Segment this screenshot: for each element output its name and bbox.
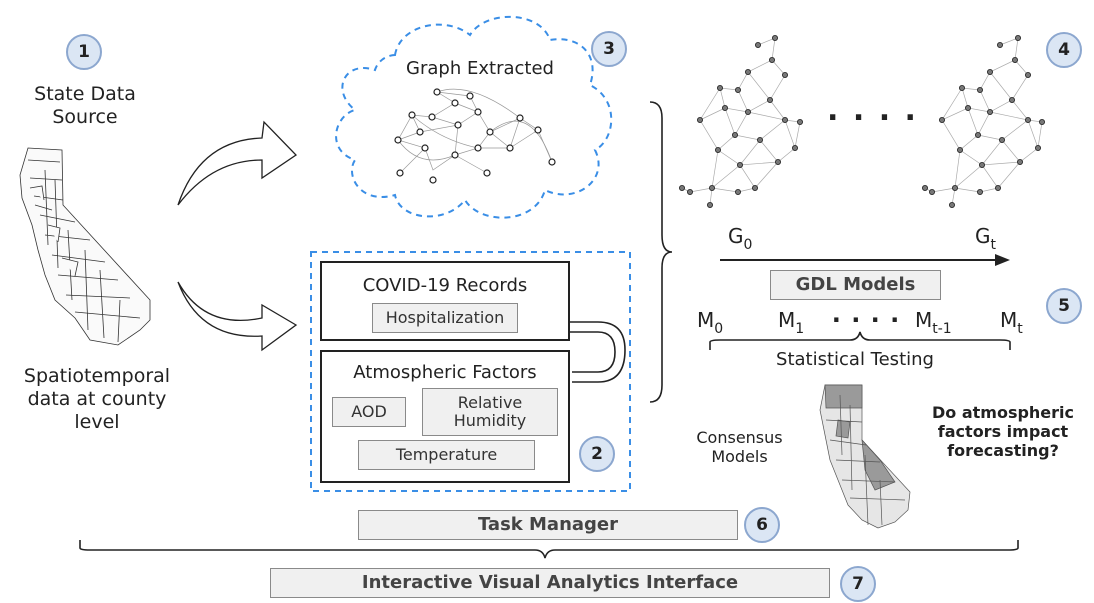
atmospheric-title: Atmospheric Factors (353, 362, 537, 383)
label-mt1-sub: t-1 (932, 321, 952, 337)
gdl-models-label: GDL Models (770, 270, 941, 300)
label-g0: G0 (728, 224, 768, 253)
label-gt-sub: t (990, 237, 997, 253)
step-badge-5: 5 (1046, 288, 1082, 324)
label-gt-main: G (975, 224, 991, 248)
label-m0-sub: 0 (714, 321, 724, 337)
label-gt: Gt (975, 224, 1015, 253)
california-map-consensus (819, 384, 911, 529)
label-g0-main: G (728, 224, 744, 248)
consensus-label: Consensus Models (682, 428, 797, 466)
step-badge-4: 4 (1046, 32, 1082, 68)
graph-sequence-ellipsis: . . . . (827, 93, 918, 128)
step-badge-3: 3 (591, 31, 627, 67)
temperature-box: Temperature (358, 440, 535, 470)
humidity-line2: Humidity (453, 411, 527, 430)
consensus-line2: Models (711, 447, 768, 467)
step-badge-6: 6 (744, 507, 780, 543)
label-mt-sub: t (1017, 321, 1023, 337)
bottom-brace (79, 540, 1019, 559)
humidity-line1: Relative (457, 392, 523, 412)
label-mt1-main: M (915, 308, 933, 332)
step-badge-2: 2 (579, 436, 615, 472)
question-line1: Do atmospheric (931, 403, 1075, 422)
hospitalization-box: Hospitalization (372, 303, 518, 333)
label-mt-main: M (1000, 308, 1018, 332)
research-question: Do atmospheric factors impact forecastin… (908, 403, 1094, 461)
models-ellipsis: . . . . (831, 300, 901, 328)
curved-arrows (177, 120, 298, 352)
label-m1-sub: 1 (795, 321, 805, 337)
source-caption-line1: Spatiotemporal (23, 365, 171, 387)
graph-gt-nodes (922, 35, 1046, 208)
source-title: State Data Source (10, 83, 160, 129)
question-line2: factors impact (937, 422, 1069, 442)
source-caption: Spatiotemporal data at county level (2, 365, 192, 433)
graph-g0-nodes (679, 35, 804, 208)
humidity-box: Relative Humidity (422, 388, 558, 436)
visual-analytics-interface-bar: Interactive Visual Analytics Interface (270, 568, 830, 598)
label-m1: M1 (778, 308, 818, 337)
step-badge-1: 1 (66, 34, 102, 70)
consensus-line1: Consensus (696, 428, 783, 447)
statistical-testing-label: Statistical Testing (776, 349, 934, 370)
label-g0-sub: 0 (743, 237, 753, 253)
records-dashed-frame (310, 251, 631, 492)
time-arrow (720, 254, 1010, 266)
graph-cloud (335, 15, 613, 219)
panel-connector (568, 321, 626, 383)
label-m1-main: M (778, 308, 796, 332)
models-brace (709, 331, 1011, 350)
label-mt: Mt (1000, 308, 1040, 337)
covid-title: COVID-19 Records (362, 275, 528, 296)
label-m0-main: M (697, 308, 715, 332)
source-title-line2: Source (52, 105, 118, 128)
task-manager-bar: Task Manager (358, 510, 738, 540)
atmospheric-panel: Atmospheric Factors AOD Relative Humidit… (320, 350, 570, 483)
covid-records-panel: COVID-19 Records Hospitalization (320, 261, 570, 341)
input-brace (649, 101, 673, 403)
step-badge-7: 7 (840, 566, 876, 602)
source-title-line1: State Data (34, 83, 136, 105)
california-map-left (19, 147, 151, 346)
label-m0: M0 (697, 308, 737, 337)
source-caption-line2: data at county level (27, 387, 167, 433)
graph-title: Graph Extracted (406, 58, 554, 79)
graph-nodes (394, 88, 556, 184)
question-line3: forecasting? (947, 441, 1059, 461)
aod-box: AOD (332, 397, 406, 427)
label-mt-1: Mt-1 (915, 308, 975, 337)
